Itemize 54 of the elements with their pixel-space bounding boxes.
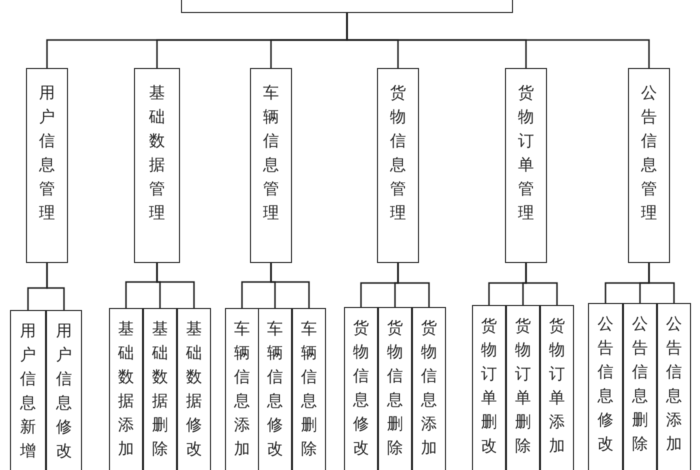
function-box: [588, 303, 623, 470]
node-label: 用户信息新增: [20, 320, 36, 462]
connector-line: [397, 263, 430, 307]
node-label: 货物订单删除: [515, 315, 531, 457]
function-box: [143, 308, 177, 470]
function-box: [177, 308, 211, 470]
node-label: 货物信息修改: [353, 317, 369, 459]
node-label: 货物信息删除: [387, 317, 403, 459]
function-box: [258, 308, 292, 470]
node-label: 货物信息管理: [390, 82, 406, 224]
module-box: [505, 68, 547, 263]
node-label: 货物订单删改: [481, 315, 497, 457]
node-label: 基础数据添加: [118, 318, 134, 460]
module-box: [377, 68, 419, 263]
node-label: 用户信息管理: [39, 82, 55, 224]
node-label: 车辆信息删除: [301, 318, 317, 460]
node-label: 公告信息修改: [598, 313, 614, 455]
function-box: [412, 307, 446, 470]
node-label: 公告信息删除: [632, 313, 648, 455]
node-label: 货物信息添加: [421, 317, 437, 459]
node-label: 公告信息管理: [641, 82, 657, 224]
node-label: 货物订单添加: [549, 315, 565, 457]
module-box: [250, 68, 292, 263]
module-box: [134, 68, 180, 263]
node-label: 用户信息修改: [56, 320, 72, 462]
connector-line: [648, 263, 675, 303]
function-box: [10, 310, 46, 470]
function-box: [109, 308, 143, 470]
node-label: 车辆信息管理: [263, 82, 279, 224]
function-box: [344, 307, 378, 470]
function-box: [540, 305, 574, 470]
connector-line: [156, 263, 195, 308]
function-box: [472, 305, 506, 470]
function-box: [225, 308, 259, 470]
function-box: [623, 303, 657, 470]
function-box: [657, 303, 691, 470]
connector-line: [525, 263, 558, 305]
function-box: [378, 307, 412, 470]
node-label: 基础数据修改: [186, 318, 202, 460]
node-label: 货物订单管理: [518, 82, 534, 224]
function-box: [46, 310, 82, 470]
connector-line: [346, 13, 650, 68]
module-box: [26, 68, 68, 263]
node-label: 基础数据删除: [152, 318, 168, 460]
node-label: 基础数据管理: [149, 82, 165, 224]
connector-line: [46, 263, 65, 310]
function-box: [506, 305, 540, 470]
node-label: 车辆信息修改: [267, 318, 283, 460]
function-box: [292, 308, 326, 470]
connector-line: [270, 263, 310, 308]
node-label: 公告信息添加: [666, 313, 682, 455]
module-box: [628, 68, 670, 263]
frame-box: [181, 0, 513, 13]
node-label: 车辆信息添加: [234, 318, 250, 460]
